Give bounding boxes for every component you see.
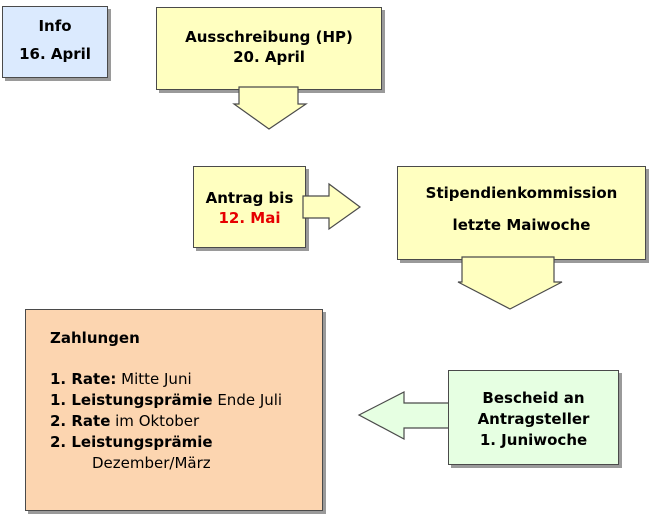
zahlung-item-4-label: 2. Leistungsprämie	[50, 433, 213, 451]
bescheid-line-1: Bescheid an	[482, 389, 585, 407]
zahlung-item-2-text: Ende Juli	[212, 391, 283, 409]
antrag-title: Antrag bis	[205, 189, 294, 207]
zahlungen-title: Zahlungen	[50, 329, 140, 347]
ausschreibung-box: Ausschreibung (HP) 20. April	[156, 7, 382, 90]
antrag-box: Antrag bis 12. Mai	[193, 166, 306, 248]
info-box: Info 16. April	[2, 6, 108, 78]
ausschreibung-title: Ausschreibung (HP)	[185, 28, 353, 46]
down-arrow-1	[232, 86, 308, 130]
zahlung-item-3-text: im Oktober	[110, 412, 200, 430]
zahlung-item-3: 2. Rate im Oktober	[50, 411, 322, 432]
zahlungen-box: Zahlungen 1. Rate: Mitte Juni 1. Leistun…	[25, 309, 323, 511]
zahlung-item-2-label: 1. Leistungsprämie	[50, 391, 213, 409]
zahlung-item-2: 1. Leistungsprämie Ende Juli	[50, 390, 300, 411]
right-arrow	[302, 182, 362, 231]
zahlung-item-1-label: 1. Rate:	[50, 370, 117, 388]
antrag-date: 12. Mai	[218, 209, 281, 227]
kommission-date: letzte Maiwoche	[452, 216, 591, 234]
left-arrow	[357, 391, 450, 440]
ausschreibung-date: 20. April	[233, 48, 305, 66]
zahlung-item-3-label: 2. Rate	[50, 412, 111, 430]
zahlung-item-4-detail: Dezember/März	[92, 454, 211, 472]
kommission-box: Stipendienkommission letzte Maiwoche	[397, 166, 646, 260]
kommission-title: Stipendienkommission	[425, 184, 618, 202]
info-date: 16. April	[19, 45, 91, 63]
down-arrow-2	[457, 256, 563, 310]
zahlung-item-1: 1. Rate: Mitte Juni	[50, 369, 322, 390]
info-title: Info	[38, 17, 72, 35]
bescheid-date: 1. Juniwoche	[479, 431, 588, 449]
bescheid-line-2: Antragsteller	[477, 410, 590, 428]
zahlung-item-1-text: Mitte Juni	[116, 370, 192, 388]
zahlung-item-4: 2. Leistungsprämie	[50, 432, 322, 453]
bescheid-box: Bescheid an Antragsteller 1. Juniwoche	[448, 370, 619, 465]
